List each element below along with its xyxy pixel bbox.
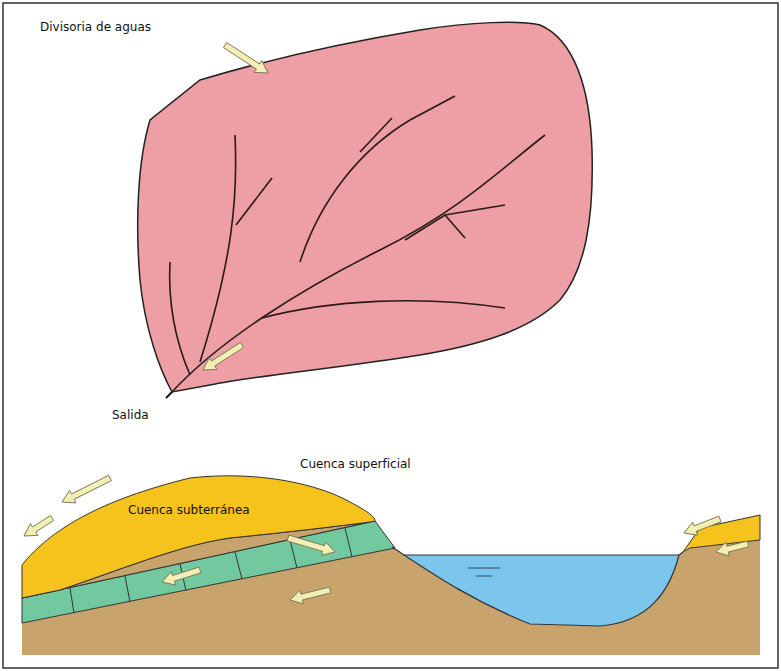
ground-outline (392, 547, 683, 626)
surface-layer (22, 476, 375, 598)
surface-basin-label: Cuenca superficial (300, 457, 411, 472)
water-marks (468, 568, 500, 576)
frame (3, 3, 778, 668)
flow-arrow (203, 343, 244, 371)
flow-arrow (62, 475, 111, 503)
stream-network (170, 96, 545, 392)
subsurface-basin-label: Cuenca subterránea (128, 503, 250, 518)
divide-label: Divisoria de aguas (40, 20, 151, 35)
flow-arrows (24, 43, 749, 604)
flow-arrow (223, 43, 268, 74)
flow-arrow (24, 516, 54, 537)
outlet-label: Salida (112, 408, 149, 423)
flow-arrow (287, 535, 335, 555)
outlet-point (166, 392, 172, 398)
flow-arrow (684, 516, 721, 535)
basin-area (138, 22, 593, 392)
flow-arrow (290, 587, 331, 604)
flow-arrow (716, 541, 749, 556)
water-surface (404, 555, 679, 556)
flow-arrow (162, 567, 201, 585)
